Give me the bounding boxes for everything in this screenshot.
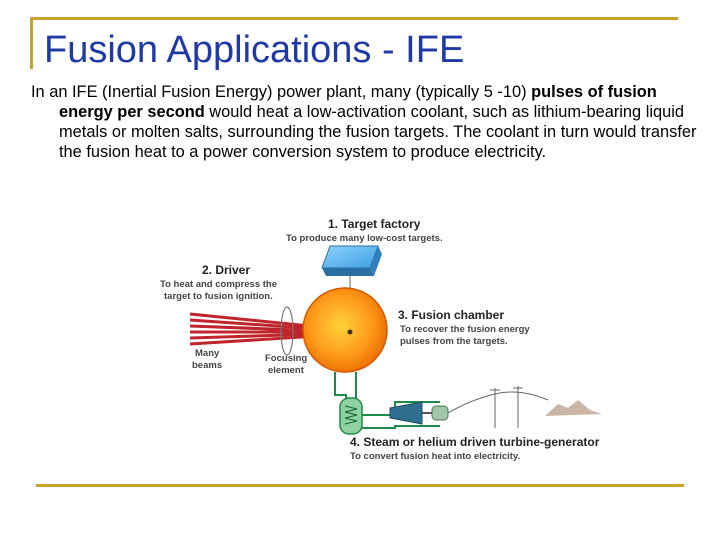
- heat-exchanger-coil: [344, 405, 358, 425]
- paragraph-part1: In an IFE (Inertial Fusion Energy) power…: [31, 83, 532, 101]
- ife-diagram-svg: 1. Target factory To produce many low-co…: [160, 217, 602, 462]
- frame-left-line: [30, 17, 33, 69]
- focusing-element-line2: element: [268, 365, 305, 376]
- focusing-element-line1: Focusing: [265, 353, 307, 364]
- fusion-chamber-desc-line1: To recover the fusion energy: [400, 324, 530, 335]
- many-beams-line2: beams: [192, 360, 222, 371]
- fusion-chamber-desc-line2: pulses from the targets.: [400, 336, 508, 347]
- focusing-lens: [280, 306, 294, 356]
- driver-heading: 2. Driver: [202, 263, 250, 277]
- body-paragraph: In an IFE (Inertial Fusion Energy) power…: [31, 82, 699, 162]
- ife-diagram: 1. Target factory To produce many low-co…: [150, 210, 620, 470]
- target-factory-box: [321, 245, 382, 276]
- generator: [431, 405, 449, 421]
- frame-top-line: [30, 17, 678, 20]
- driver-desc-line2: target to fusion ignition.: [164, 291, 273, 302]
- turbine: [389, 401, 423, 425]
- frame-bottom-line: [36, 484, 684, 487]
- driver-desc-line1: To heat and compress the: [160, 279, 277, 290]
- target-factory-heading: 1. Target factory: [328, 217, 421, 231]
- turbine-heading: 4. Steam or helium driven turbine-genera…: [350, 435, 600, 449]
- paragraph-bold: pulses of fusion energy per second: [59, 83, 657, 121]
- target-factory-desc: To produce many low-cost targets.: [286, 233, 443, 244]
- slide-title: Fusion Applications - IFE: [44, 29, 465, 71]
- fusion-chamber-heading: 3. Fusion chamber: [398, 308, 504, 322]
- fusion-chamber-sphere: [302, 287, 388, 373]
- turbine-desc: To convert fusion heat into electricity.: [350, 451, 520, 462]
- many-beams-line1: Many: [195, 348, 220, 359]
- background-hills: [545, 400, 602, 416]
- fusion-target-dot: [347, 329, 353, 335]
- paragraph-part2: would heat a low-activation coolant, suc…: [59, 103, 697, 161]
- power-lines: [447, 386, 549, 428]
